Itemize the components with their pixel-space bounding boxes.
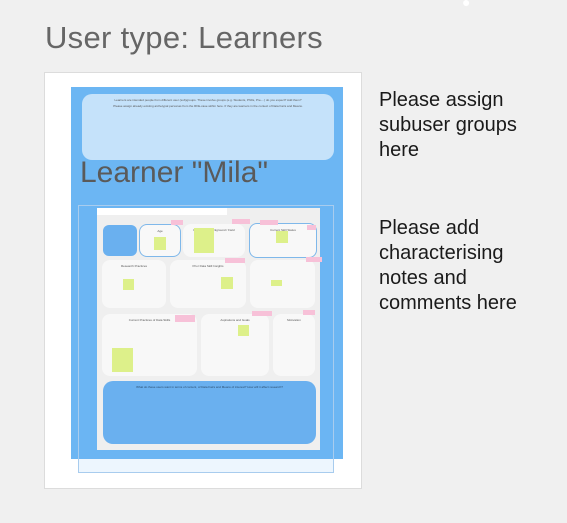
aspirations-card[interactable]: Aspirations and Goals xyxy=(201,314,269,376)
card-label: Current Skill Status xyxy=(270,228,296,232)
card-label: Prior Data Skill Insights xyxy=(192,264,224,268)
tag[interactable] xyxy=(232,219,250,224)
motivation-card[interactable]: Motivation xyxy=(273,314,315,376)
card-label: Research Practices xyxy=(120,264,147,268)
bottom-prompt-text: What do these users want in terms of con… xyxy=(136,385,283,389)
intro-text-2: Please assign already existing archetypa… xyxy=(113,104,303,108)
page-title: User type: Learners xyxy=(45,20,323,55)
bottom-prompt-card[interactable]: What do these users want in terms of con… xyxy=(103,381,316,444)
tag[interactable] xyxy=(303,310,315,315)
sheet-topbar xyxy=(97,208,227,215)
persona-avatar-card[interactable] xyxy=(103,225,137,256)
sticky-note[interactable] xyxy=(112,348,133,372)
tag[interactable] xyxy=(260,220,278,225)
intro-text-1: Learners are intended people from differ… xyxy=(114,98,302,102)
card-label: Aspirations and Goals xyxy=(220,318,250,322)
card-label: Age xyxy=(157,229,163,233)
sticky-note[interactable] xyxy=(221,277,233,289)
sticky-note[interactable] xyxy=(271,280,282,286)
tag[interactable] xyxy=(225,258,245,263)
sticky-note[interactable] xyxy=(154,237,166,250)
prior-skills-card[interactable]: Prior Data Skill Insights xyxy=(170,260,246,308)
research-practices-card[interactable]: Research Practices xyxy=(102,260,166,308)
tag[interactable] xyxy=(306,257,322,262)
card-label: Educational background / Field xyxy=(193,228,235,232)
subgroups-note: Please assign subuser groups here xyxy=(379,89,517,161)
learner-title: Learner "Mila" xyxy=(80,156,269,189)
top-edge-fragment: ● xyxy=(462,0,471,10)
card-label: Current Practices of Data Skills xyxy=(128,318,171,322)
education-card[interactable]: Educational background / Field xyxy=(183,224,245,257)
blank-card[interactable] xyxy=(250,260,315,308)
tag[interactable] xyxy=(252,311,272,316)
intro-card: Learners are intended people from differ… xyxy=(82,94,334,160)
tag[interactable] xyxy=(307,225,316,230)
sticky-note[interactable] xyxy=(194,228,214,253)
comments-note: Please add characterising notes and comm… xyxy=(379,217,517,314)
tag[interactable] xyxy=(175,315,195,322)
sticky-note[interactable] xyxy=(123,279,134,290)
card-label: Motivation xyxy=(287,318,301,322)
sticky-note[interactable] xyxy=(238,325,249,336)
tag[interactable] xyxy=(171,220,183,225)
sticky-note[interactable] xyxy=(276,231,288,243)
